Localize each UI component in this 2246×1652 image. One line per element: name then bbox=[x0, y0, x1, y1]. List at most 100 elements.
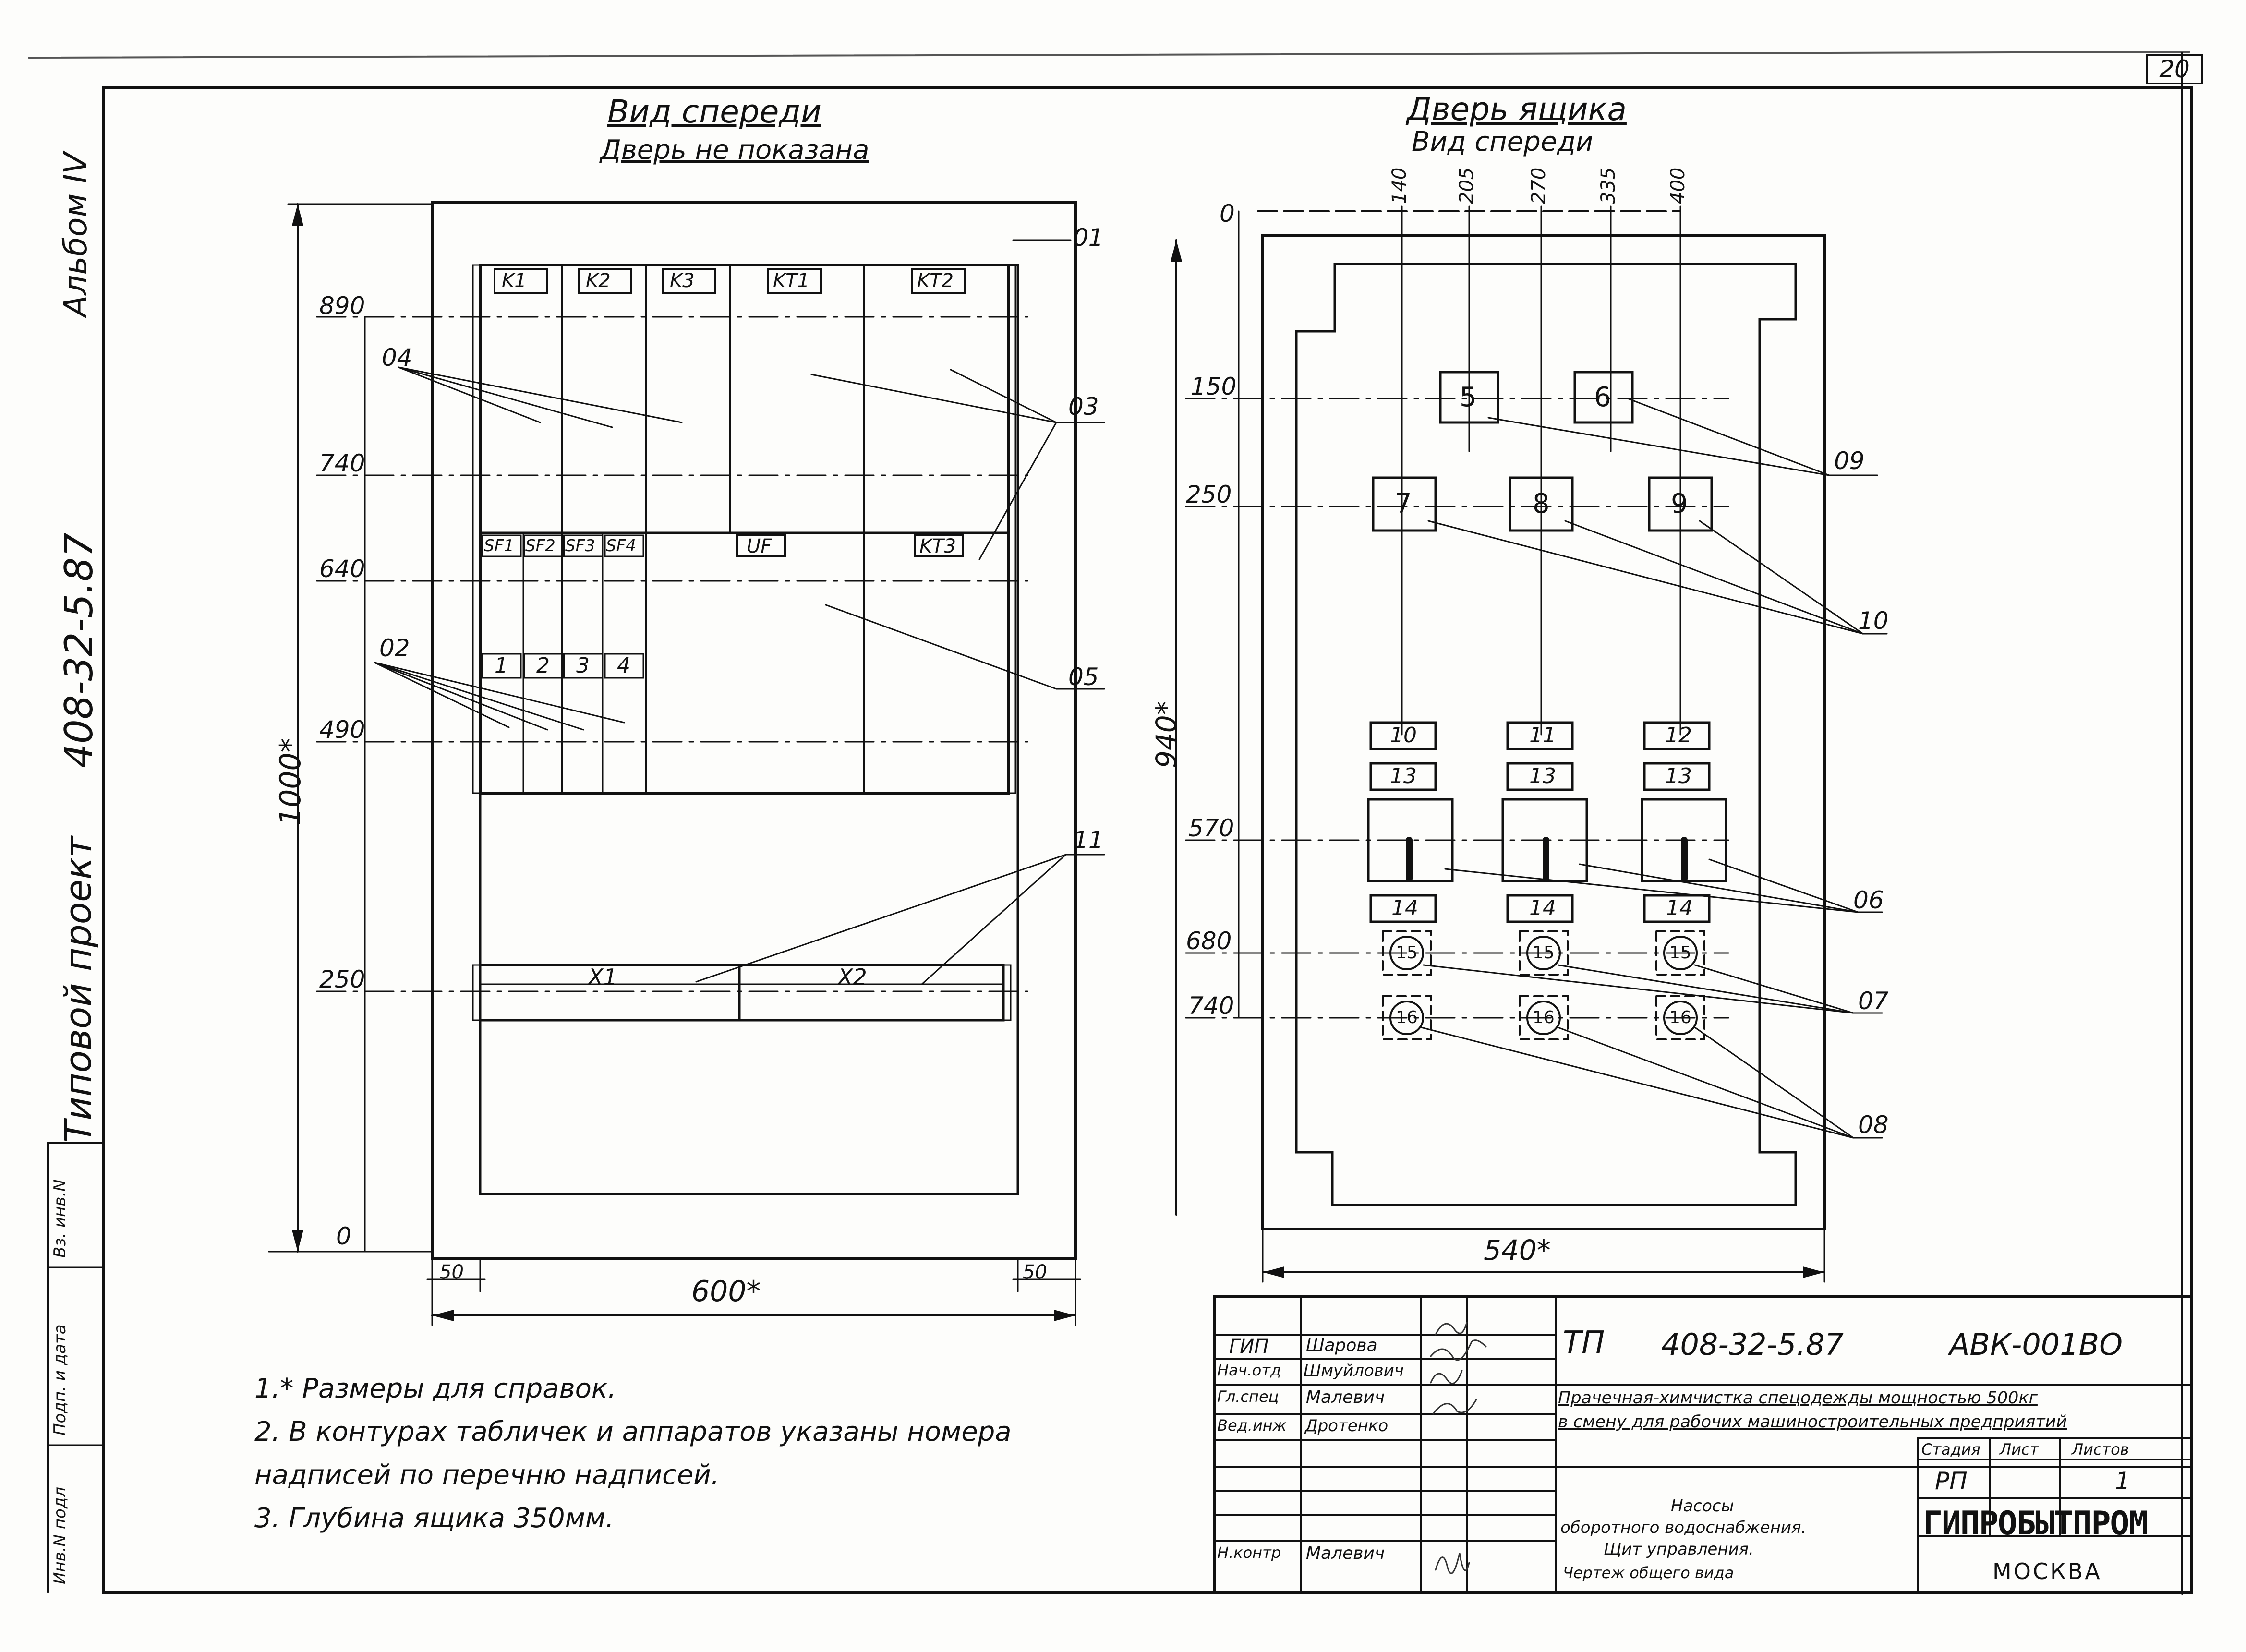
door-zero: 0 bbox=[1220, 200, 1235, 228]
sheet-number: 20 bbox=[2146, 54, 2203, 84]
plate-10: 10 bbox=[1390, 723, 1417, 748]
plate-13-a: 13 bbox=[1390, 764, 1417, 788]
role-gl-spec: Гл.спец bbox=[1217, 1387, 1279, 1406]
level-890: 890 bbox=[319, 292, 365, 320]
name-ved-inzh: Дротенко bbox=[1305, 1416, 1389, 1435]
note-2-cont: надписей по перечню надписей. bbox=[254, 1459, 720, 1491]
device-sf3: SF3 bbox=[565, 536, 595, 555]
callout-06: 06 bbox=[1853, 886, 1884, 914]
plate-14-b: 14 bbox=[1529, 896, 1556, 920]
callout-03: 03 bbox=[1068, 393, 1099, 421]
callout-11: 11 bbox=[1073, 826, 1104, 854]
description-line-1: Прачечная-химчистка спецодежды мощностью… bbox=[1558, 1388, 2038, 1408]
door-level-250: 250 bbox=[1186, 481, 1232, 508]
device-sf1: SF1 bbox=[484, 536, 514, 555]
box-9: 9 bbox=[1671, 488, 1688, 519]
sheets-header: Листов bbox=[2072, 1440, 2129, 1459]
front-width-dim: 600* bbox=[691, 1275, 761, 1308]
button-16-a: 16 bbox=[1396, 1008, 1418, 1027]
door-dim-205: 205 bbox=[1456, 167, 1478, 204]
front-view-title: Вид спереди bbox=[607, 93, 821, 130]
terminal-3: 3 bbox=[576, 653, 590, 678]
device-kt2: KT2 bbox=[917, 270, 954, 292]
note-1: 1.* Размеры для справок. bbox=[254, 1373, 616, 1404]
sheets-value: 1 bbox=[2115, 1467, 2130, 1495]
terminal-2: 2 bbox=[536, 653, 550, 678]
callout-07: 07 bbox=[1858, 987, 1889, 1015]
name-gip: Шарова bbox=[1306, 1336, 1377, 1355]
margin-field-inv: Инв.N подл bbox=[50, 1486, 70, 1584]
level-740: 740 bbox=[319, 449, 365, 477]
margin-field-vz: Вз. инв.N bbox=[50, 1179, 70, 1258]
device-kt3: KT3 bbox=[919, 535, 956, 557]
lamp-15-a: 15 bbox=[1396, 943, 1418, 963]
callout-08: 08 bbox=[1858, 1111, 1889, 1139]
box-7: 7 bbox=[1395, 488, 1412, 519]
door-view-subtitle: Вид спереди bbox=[1412, 126, 1594, 157]
doc-prefix: ТП bbox=[1563, 1325, 1605, 1361]
name-n-kontr: Малевич bbox=[1306, 1543, 1385, 1563]
terminal-4: 4 bbox=[617, 653, 630, 678]
org-city: МОСКВА bbox=[1992, 1558, 2102, 1584]
level-0: 0 bbox=[336, 1222, 351, 1250]
plate-14-c: 14 bbox=[1666, 896, 1693, 920]
role-ved-inzh: Вед.инж bbox=[1217, 1416, 1287, 1435]
lamp-15-b: 15 bbox=[1533, 943, 1555, 963]
door-view-title: Дверь ящика bbox=[1407, 91, 1627, 128]
role-gip: ГИП bbox=[1229, 1336, 1269, 1358]
drawing-title-line-4: Чертеж общего вида bbox=[1563, 1564, 1734, 1582]
door-level-680: 680 bbox=[1186, 927, 1232, 955]
door-dim-270: 270 bbox=[1528, 167, 1550, 204]
door-level-740: 740 bbox=[1188, 992, 1234, 1020]
box-8: 8 bbox=[1533, 488, 1550, 519]
button-16-b: 16 bbox=[1533, 1008, 1555, 1027]
box-5: 5 bbox=[1460, 382, 1477, 413]
name-gl-spec: Малевич bbox=[1306, 1387, 1385, 1407]
callout-02: 02 bbox=[379, 634, 410, 662]
device-sf4: SF4 bbox=[606, 536, 636, 555]
door-level-150: 150 bbox=[1191, 373, 1237, 400]
doc-number: 408-32-5.87 bbox=[1661, 1327, 1844, 1362]
callout-10: 10 bbox=[1858, 607, 1889, 635]
front-margin-left: 50 bbox=[439, 1261, 464, 1283]
callout-01: 01 bbox=[1073, 224, 1104, 252]
door-dim-335: 335 bbox=[1597, 167, 1619, 204]
terminal-strip-x2: X2 bbox=[838, 964, 867, 990]
drawing-title-line-3: Щит управления. bbox=[1604, 1540, 1754, 1559]
button-16-c: 16 bbox=[1669, 1008, 1691, 1027]
plate-14-a: 14 bbox=[1391, 896, 1418, 920]
device-sf2: SF2 bbox=[525, 536, 555, 555]
plate-12: 12 bbox=[1665, 723, 1692, 748]
device-uf: UF bbox=[747, 535, 772, 557]
terminal-1: 1 bbox=[495, 653, 508, 678]
margin-field-sign: Подп. и дата bbox=[50, 1324, 70, 1435]
door-level-570: 570 bbox=[1188, 814, 1234, 842]
sheet-header: Лист bbox=[2000, 1440, 2039, 1459]
door-width-dim: 540* bbox=[1484, 1234, 1551, 1266]
role-n-kontr: Н.контр bbox=[1217, 1543, 1281, 1562]
name-nach-otd: Шмуйлович bbox=[1304, 1361, 1404, 1380]
level-640: 640 bbox=[319, 555, 365, 583]
callout-09: 09 bbox=[1834, 447, 1865, 475]
device-k2: K2 bbox=[586, 270, 611, 292]
plate-13-b: 13 bbox=[1529, 764, 1556, 788]
project-type-label: Типовой проект bbox=[57, 836, 99, 1143]
box-6: 6 bbox=[1594, 382, 1611, 413]
plate-13-c: 13 bbox=[1665, 764, 1692, 788]
role-nach-otd: Нач.отд bbox=[1217, 1361, 1281, 1379]
description-line-2: в смену для рабочих машиностроительных п… bbox=[1558, 1412, 2067, 1432]
door-dim-140: 140 bbox=[1389, 167, 1411, 204]
drawing-title-line-1: Насосы bbox=[1671, 1496, 1734, 1516]
note-2: 2. В контурах табличек и аппаратов указа… bbox=[254, 1416, 1012, 1447]
level-250: 250 bbox=[319, 965, 365, 993]
stage-value: РП bbox=[1935, 1467, 1968, 1495]
note-3: 3. Глубина ящика 350мм. bbox=[254, 1503, 614, 1534]
album-label: Альбом IV bbox=[57, 152, 94, 317]
front-margin-right: 50 bbox=[1023, 1261, 1047, 1283]
door-dim-400: 400 bbox=[1667, 167, 1689, 204]
lamp-15-c: 15 bbox=[1669, 943, 1691, 963]
callout-04: 04 bbox=[382, 344, 412, 372]
level-490: 490 bbox=[319, 716, 365, 744]
device-k1: K1 bbox=[502, 270, 527, 292]
drawing-title-line-2: оборотного водоснабжения. bbox=[1560, 1518, 1807, 1537]
